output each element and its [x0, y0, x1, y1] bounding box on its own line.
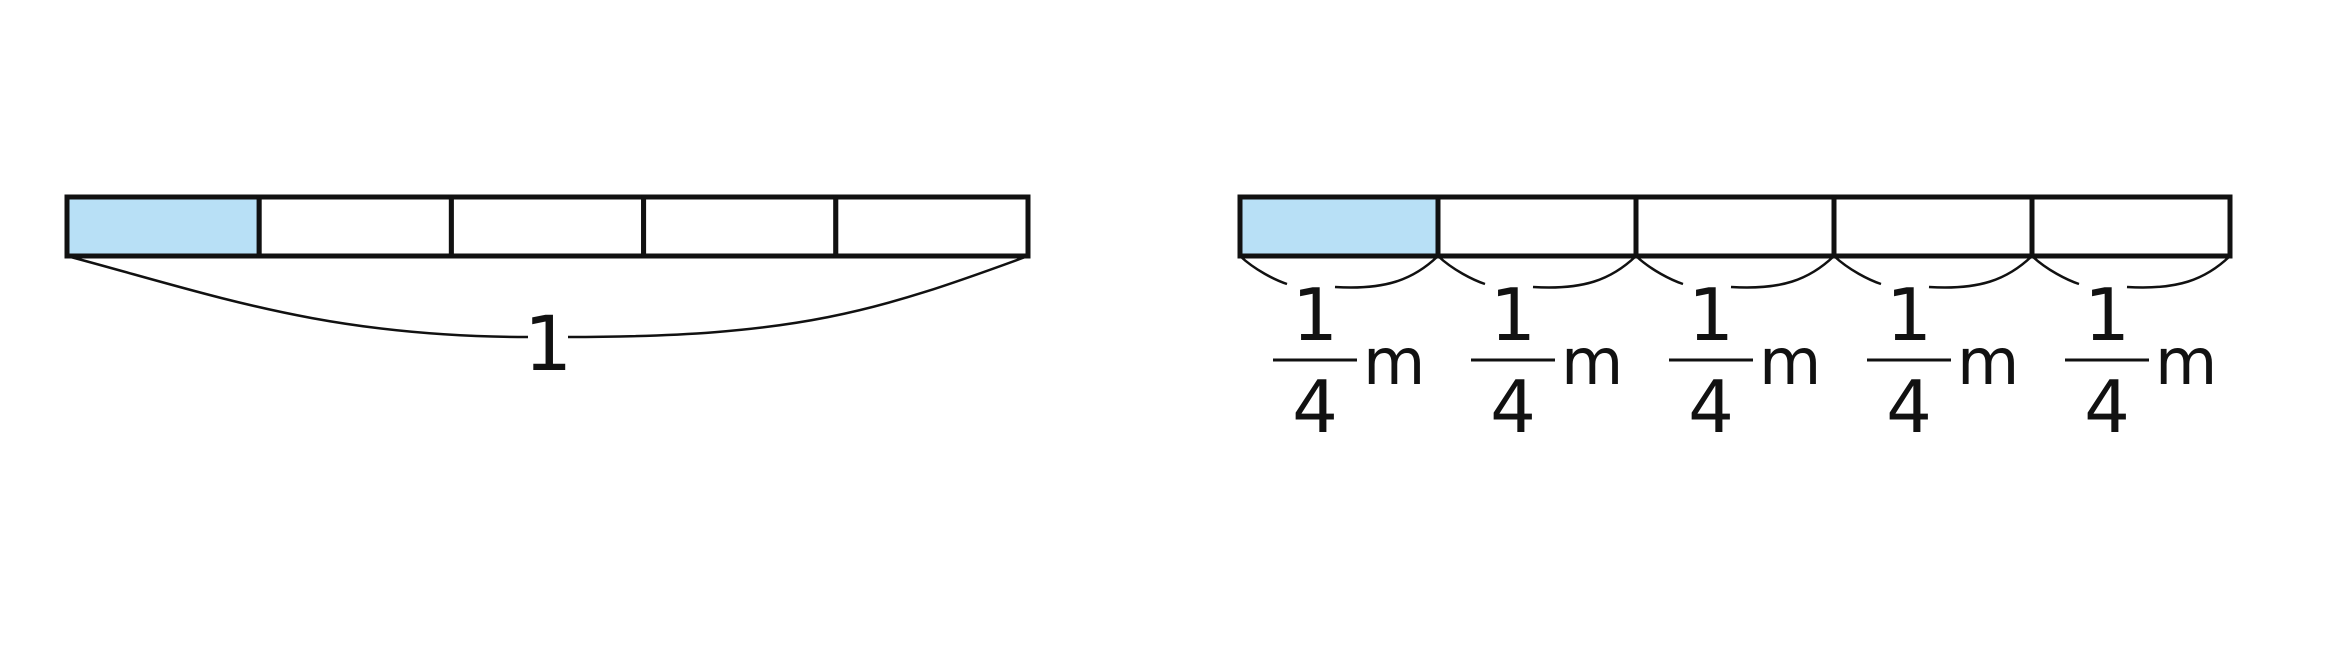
segment-brace-left-arc — [1437, 255, 1486, 286]
segment-brace-right-arc — [1730, 255, 1835, 289]
unit-label: m — [1759, 326, 1821, 400]
left-brace-left-arc — [66, 254, 529, 339]
segment-label: 14m — [1833, 255, 2033, 449]
fraction-denominator: 4 — [1490, 365, 1536, 449]
segment-brace-right-arc — [1334, 255, 1439, 289]
right-bar-segment — [1831, 194, 2035, 259]
right-bar-segment — [1435, 194, 1639, 259]
segment-brace-right-arc — [1928, 255, 2033, 289]
segment-brace-right-arc — [1532, 255, 1637, 289]
left-brace-right-arc — [567, 254, 1029, 339]
segment-label: 14m — [2031, 255, 2231, 449]
left-bar-segment — [448, 194, 647, 259]
fraction-denominator: 4 — [1886, 365, 1932, 449]
unit-label: m — [1561, 326, 1623, 400]
fraction-numerator: 1 — [2084, 273, 2130, 357]
fraction-denominator: 4 — [2084, 365, 2130, 449]
fraction-numerator: 1 — [1292, 273, 1338, 357]
fraction-numerator: 1 — [1490, 273, 1536, 357]
fraction-numerator: 1 — [1688, 273, 1734, 357]
right-bar-segment — [1633, 194, 1837, 259]
unit-label: m — [2155, 326, 2217, 400]
segment-brace-left-arc — [1635, 255, 1684, 286]
unit-label: m — [1957, 326, 2019, 400]
left-bar-segment — [641, 194, 839, 259]
segment-brace-left-arc — [1239, 255, 1288, 286]
segment-brace-right-arc — [2126, 255, 2231, 289]
segment-label: 14m — [1437, 255, 1637, 449]
right-bar-segment — [2029, 194, 2233, 259]
left-total-label: 1 — [524, 299, 572, 388]
left-bar-segment — [256, 194, 454, 259]
fraction-numerator: 1 — [1886, 273, 1932, 357]
segment-label: 14m — [1635, 255, 1835, 449]
segment-label: 14m — [1239, 255, 1439, 449]
left-bar-segment — [833, 194, 1031, 259]
segment-brace-left-arc — [2031, 255, 2080, 286]
fraction-denominator: 4 — [1292, 365, 1338, 449]
segment-brace-left-arc — [1833, 255, 1882, 286]
fraction-denominator: 4 — [1688, 365, 1734, 449]
left-bar-shaded-segment — [64, 194, 262, 259]
left-fraction-bar: 1 — [64, 194, 1031, 388]
right-bar-shaded-segment — [1237, 194, 1441, 259]
unit-label: m — [1363, 326, 1425, 400]
